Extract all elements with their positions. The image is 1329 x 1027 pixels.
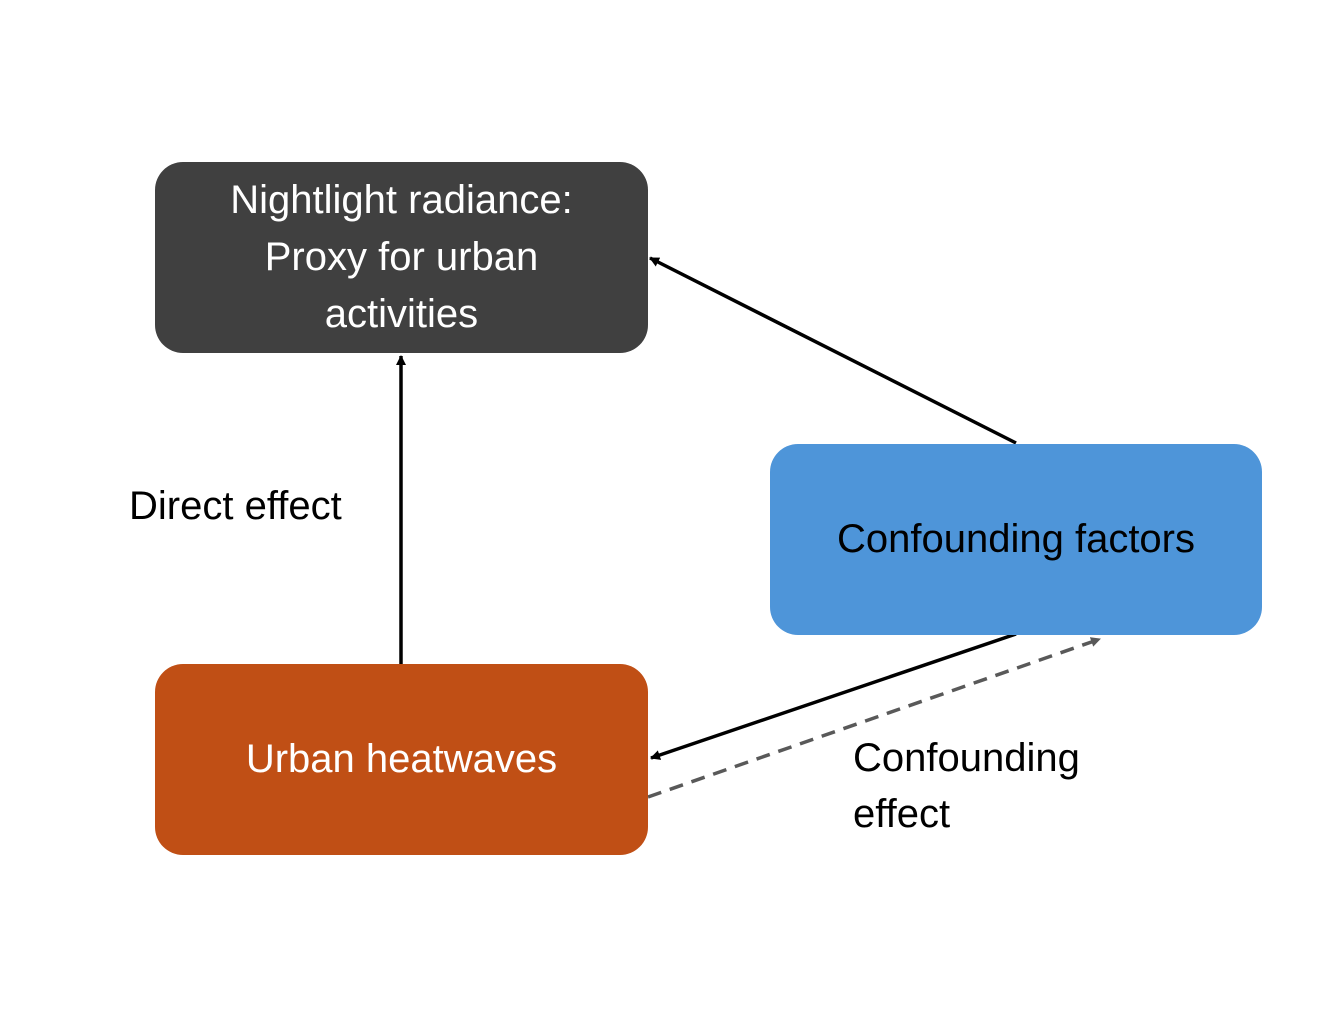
confounding-to-heatwaves-arrow <box>650 632 1017 760</box>
urban-heatwaves-node: Urban heatwaves <box>155 664 648 855</box>
confounding-effect-label: Confounding effect <box>853 736 1080 836</box>
nightlight-radiance-label: Nightlight radiance: Proxy for urban act… <box>230 178 573 336</box>
urban-heatwaves-label: Urban heatwaves <box>245 737 558 781</box>
confounding-factors-node: Confounding factors <box>770 444 1262 635</box>
direct-effect-label: Direct effect <box>129 484 342 528</box>
confounding-to-nightlight-arrow <box>649 256 1017 445</box>
heatwaves-to-confounding-dashed-arrow <box>647 637 1101 799</box>
confounding-factors-label: Confounding factors <box>836 517 1195 561</box>
nightlight-radiance-node: Nightlight radiance: Proxy for urban act… <box>155 162 648 353</box>
